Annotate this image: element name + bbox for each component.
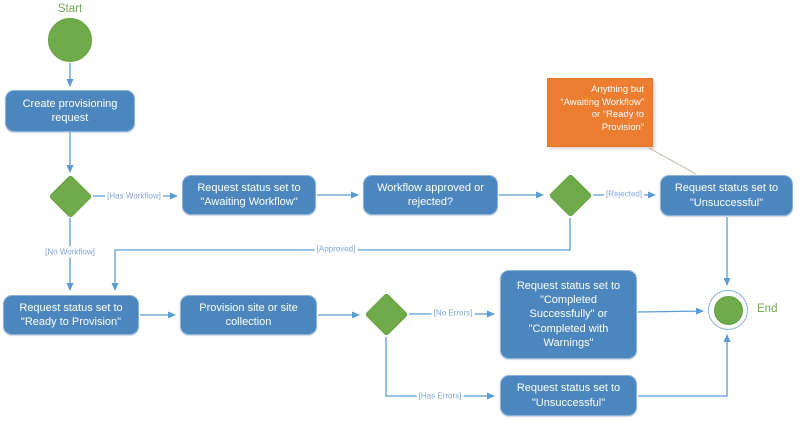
callout-note: Anything but “Awaiting Workflow” or “Rea… bbox=[547, 78, 653, 147]
end-node-inner-circle bbox=[713, 295, 743, 325]
connector-has-errors bbox=[385, 337, 495, 400]
node-status-unsuccessful-bottom: Request status set to "Unsuccessful" bbox=[500, 375, 637, 416]
start-label: Start bbox=[57, 3, 83, 15]
node-create-provisioning-request: Create provisioning request bbox=[5, 90, 135, 132]
node-workflow-approved-or-rejected: Workflow approved or rejected? bbox=[363, 175, 498, 215]
edge-label-approved: [Approved] bbox=[314, 243, 358, 255]
end-label: End bbox=[757, 303, 778, 315]
node-status-awaiting-workflow: Request status set to "Awaiting Workflow… bbox=[182, 175, 316, 215]
node-status-unsuccessful-top: Request status set to "Unsuccessful" bbox=[660, 175, 793, 216]
connector-completed-to-end bbox=[637, 307, 704, 315]
connector-unsuccessful-bottom-to-end bbox=[638, 334, 731, 397]
node-provision-site: Provision site or site collection bbox=[180, 295, 317, 335]
edge-label-has-workflow: [Has Workflow] bbox=[105, 190, 163, 202]
edge-label-no-errors: [No Errors] bbox=[431, 307, 475, 319]
node-status-completed: Request status set to "Completed Success… bbox=[500, 270, 637, 359]
edge-label-rejected: [Rejected] bbox=[603, 188, 645, 200]
end-node bbox=[708, 290, 748, 330]
callout-leader-line bbox=[648, 147, 697, 175]
start-node bbox=[48, 18, 92, 62]
edge-label-no-workflow: [No Workflow] bbox=[43, 246, 97, 258]
node-status-ready-to-provision: Request status set to "Ready to Provisio… bbox=[3, 295, 139, 335]
edge-label-has-errors: [Has Errors] bbox=[416, 390, 464, 402]
